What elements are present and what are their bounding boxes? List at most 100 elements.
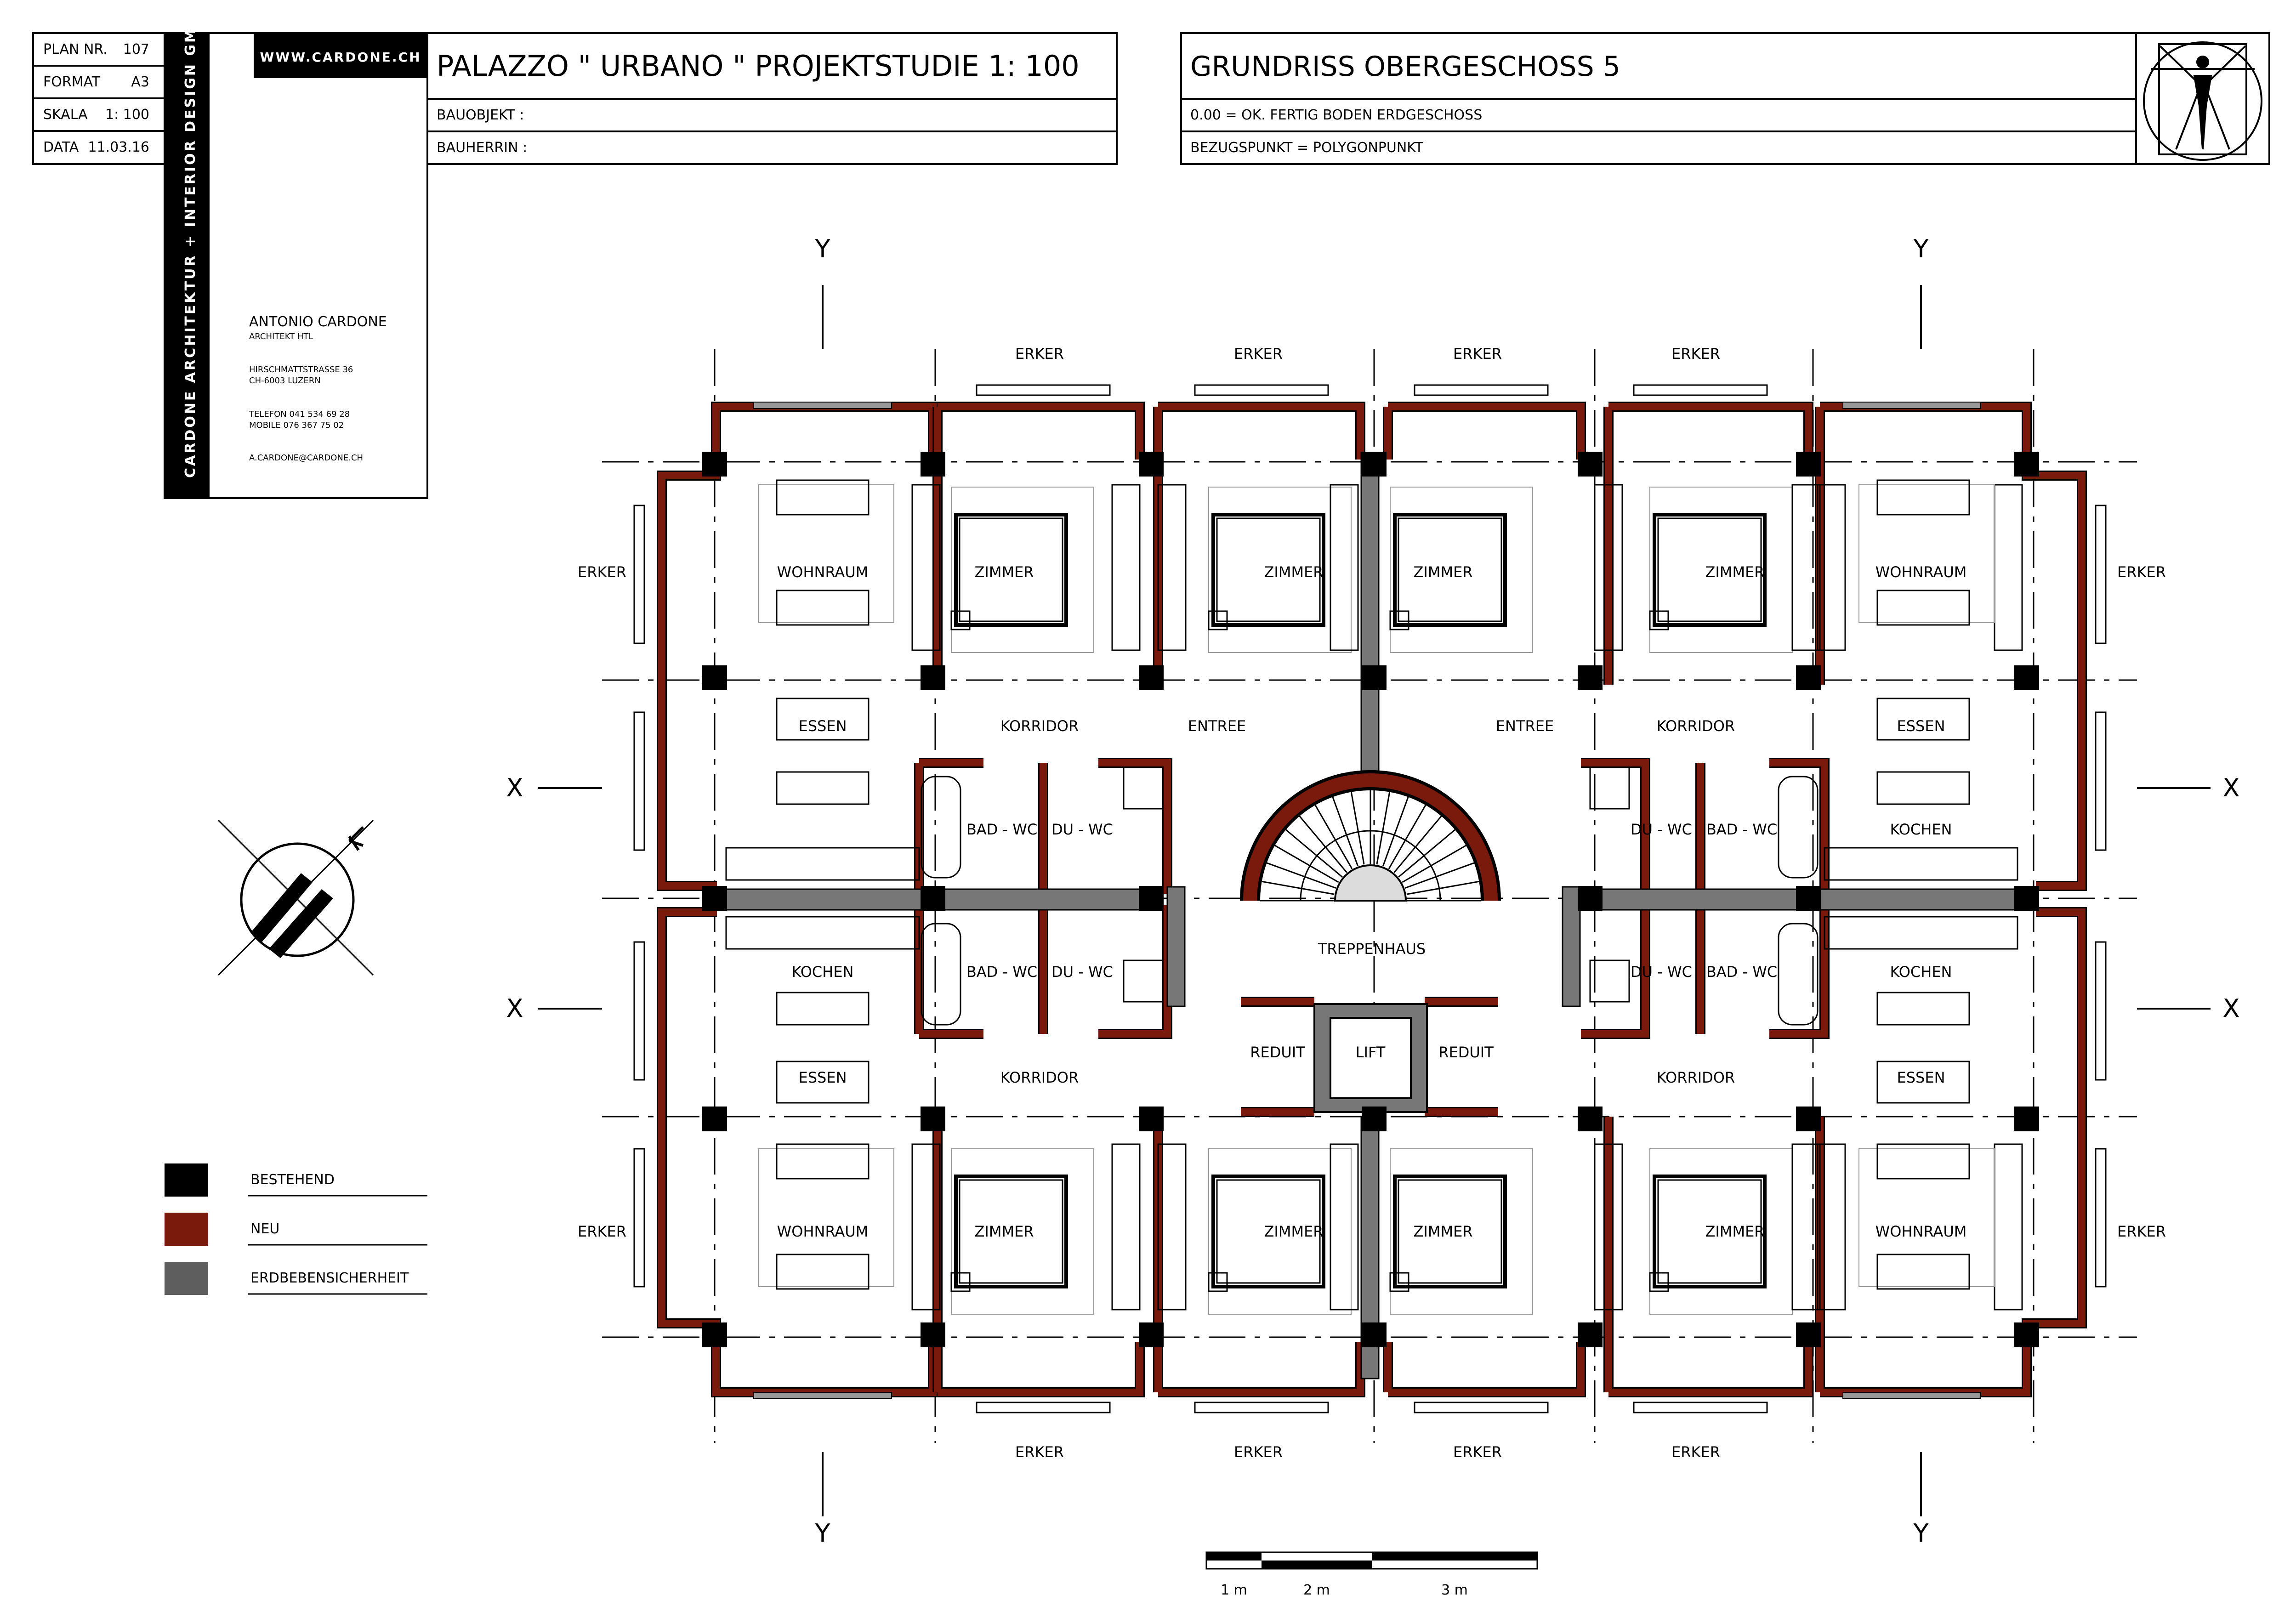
rug <box>758 484 894 623</box>
wall-new <box>658 908 937 1396</box>
bathtub <box>1778 776 1819 879</box>
project-box <box>426 32 1118 165</box>
nightstand <box>1389 610 1409 630</box>
room-label-wohnraum: WOHNRAUM <box>777 563 869 581</box>
kitchen-counter <box>725 847 920 881</box>
stair-step <box>1350 792 1365 865</box>
wardrobe <box>1791 484 1821 651</box>
room-label-bad-wc: BAD - WC <box>966 821 1037 838</box>
room-label-zimmer: ZIMMER <box>1705 1223 1764 1240</box>
room-label-entree: ENTREE <box>1496 717 1554 735</box>
wardrobe <box>911 484 941 651</box>
axis-label-y: Y <box>815 1519 831 1548</box>
bed-inner <box>1398 517 1502 622</box>
window-sill <box>753 1392 892 1399</box>
stair-walkline <box>1300 830 1441 901</box>
format: A3 <box>131 74 149 90</box>
column-existing <box>1362 665 1387 690</box>
window <box>976 1402 1111 1413</box>
axis-label-x: X <box>506 994 523 1023</box>
wardrobe <box>1111 1143 1141 1311</box>
rug <box>1390 487 1533 653</box>
dining-table <box>776 1061 870 1104</box>
column-existing <box>702 665 727 690</box>
skala: 1: 100 <box>105 107 149 123</box>
wardrobe <box>1817 484 1846 651</box>
room-label-zimmer: ZIMMER <box>974 1223 1034 1240</box>
wardrobe <box>1594 484 1623 651</box>
stair-step <box>1285 829 1343 878</box>
room-label-bad-wc: BAD - WC <box>1706 963 1777 981</box>
rug <box>1390 1148 1533 1315</box>
wall-new <box>1816 908 2086 1396</box>
format-label: FORMAT <box>43 74 101 90</box>
bed-inner <box>1657 1179 1762 1284</box>
plan-title: GRUNDRISS OBERGESCHOSS 5 <box>1190 51 1620 83</box>
column-existing <box>2014 452 2039 477</box>
sofa <box>1876 1254 1970 1290</box>
bathtub <box>1778 923 1819 1026</box>
legend-label: ERDBEBENSICHERHEIT <box>250 1270 409 1286</box>
firm-website[interactable]: WWW.CARDONE.CH <box>260 50 421 65</box>
room-label-zimmer: ZIMMER <box>1413 1223 1472 1240</box>
room-label-essen: ESSEN <box>1897 1069 1945 1086</box>
firm-vertical-name: CARDONE ARCHITEKTUR + INTERIOR DESIGN GM… <box>182 1 199 478</box>
sofa <box>776 479 870 516</box>
stair-step <box>1262 880 1335 895</box>
legend-label: NEU <box>250 1221 279 1237</box>
column-existing <box>1139 452 1164 477</box>
room-label-erker: ERKER <box>1234 1443 1283 1461</box>
room-label-korridor: KORRIDOR <box>1657 717 1735 735</box>
column-existing <box>1796 1107 1821 1131</box>
sofa <box>1876 479 1970 516</box>
stair-step <box>1402 845 1466 883</box>
room-label-du-wc: DU - WC <box>1631 963 1692 981</box>
room-label-korridor: KORRIDOR <box>1657 1069 1735 1086</box>
skala-label: SKALA <box>43 107 88 123</box>
room-label-erker: ERKER <box>1453 345 1502 363</box>
room-label-erker: ERKER <box>1453 1443 1502 1461</box>
wardrobe <box>1791 1143 1821 1311</box>
window <box>2095 1148 2107 1288</box>
window <box>2095 711 2107 851</box>
window <box>1633 384 1768 396</box>
kitchen-counter <box>725 916 920 950</box>
sofa <box>1876 1143 1970 1180</box>
column-existing <box>2014 886 2039 911</box>
plan-nr: 107 <box>123 41 149 57</box>
bed-inner <box>959 517 1063 622</box>
axis-label-y: Y <box>1913 234 1929 263</box>
room-label-kochen: KOCHEN <box>1890 821 1952 838</box>
window <box>1414 1402 1549 1413</box>
firm-email[interactable]: A.CARDONE@CARDONE.CH <box>249 453 363 463</box>
legend-swatch <box>165 1163 208 1197</box>
kitchen-island <box>1876 771 1970 805</box>
axis-label-x: X <box>2223 994 2240 1023</box>
column-existing <box>1796 1322 1821 1347</box>
window <box>2095 505 2107 644</box>
firm-phone: TELEFON 041 534 69 28 <box>249 409 350 419</box>
kitchen-counter <box>1824 916 2018 950</box>
wall-outline <box>1383 1342 1813 1397</box>
room-label-erker: ERKER <box>2117 563 2166 581</box>
column-existing <box>1796 665 1821 690</box>
bathtub <box>921 776 961 879</box>
plan-title-box <box>1180 32 2270 165</box>
sofa <box>776 590 870 626</box>
column-existing <box>1139 886 1164 911</box>
window <box>633 1148 645 1288</box>
room-label-bad-wc: BAD - WC <box>1706 821 1777 838</box>
wall-new <box>1384 403 1812 460</box>
firm-city: CH-6003 LUZERN <box>249 376 321 386</box>
room-label-erker: ERKER <box>1671 345 1720 363</box>
firm-website-bar <box>254 33 427 78</box>
column-existing <box>1139 1107 1164 1131</box>
bed <box>1393 1175 1507 1288</box>
column-existing <box>2014 665 2039 690</box>
scale-2m: 2 m <box>1303 1582 1330 1598</box>
plan-level-note: 0.00 = OK. FERTIG BODEN ERDGESCHOSS <box>1190 107 1482 123</box>
dining-table <box>1876 1061 1970 1104</box>
column-existing <box>1796 886 1821 911</box>
